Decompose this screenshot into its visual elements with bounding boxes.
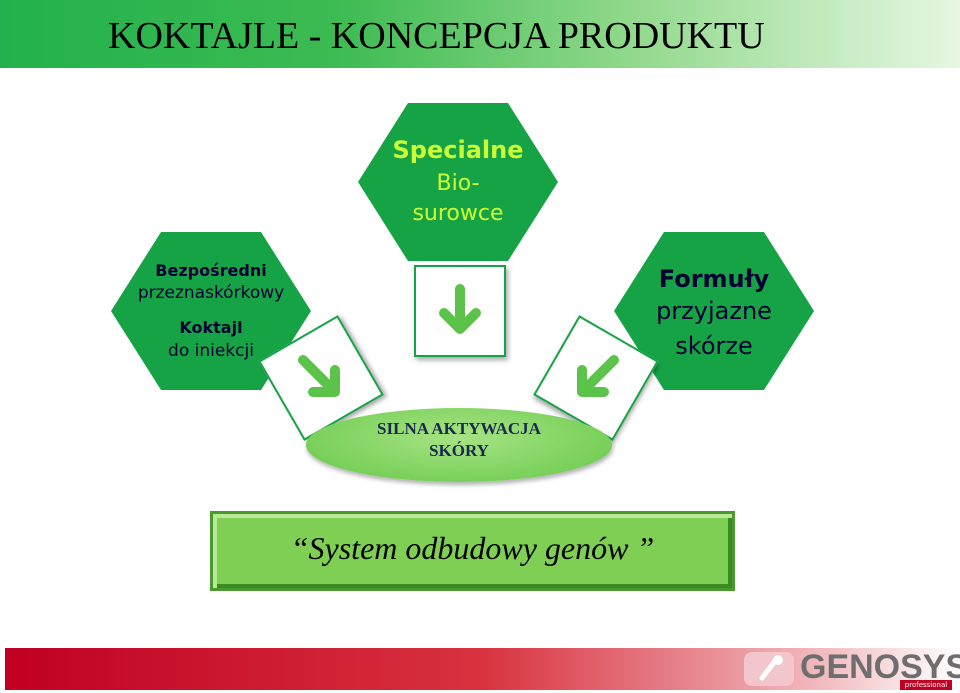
skin-activation-oval bbox=[306, 408, 612, 482]
hex-top-line3: surowce bbox=[412, 201, 504, 226]
oval-line2: SKÓRY bbox=[429, 441, 489, 460]
hex-left-line2: przeznaskórkowy bbox=[137, 283, 285, 303]
hex-left-line3: Koktajl bbox=[179, 318, 243, 337]
system-box-text: “System odbudowy genów ” bbox=[290, 530, 655, 566]
arrow-box-left bbox=[258, 315, 384, 441]
hex-left-line4: do iniekcji bbox=[168, 341, 254, 361]
genosys-logo-icon bbox=[744, 652, 794, 686]
arrow-box-center bbox=[414, 265, 506, 357]
hex-right-line1: Formuły bbox=[658, 265, 770, 293]
gene-repair-system-box bbox=[210, 511, 735, 591]
slide-title: KOKTAJLE - KONCEPCJA PRODUKTU bbox=[108, 15, 765, 57]
genosys-logo-text: GENOSYS bbox=[800, 648, 960, 686]
hex-right-line2: przyjazne bbox=[656, 297, 772, 325]
hex-left-line1: Bezpośredni bbox=[155, 261, 267, 280]
footer-bar bbox=[5, 648, 960, 690]
oval-line1: SILNA AKTYWACJA bbox=[377, 419, 541, 438]
arrow-down-icon bbox=[439, 284, 481, 334]
arrow-box-right bbox=[533, 315, 659, 441]
title-bar bbox=[0, 0, 960, 68]
arrow-down-left-icon bbox=[577, 355, 619, 397]
hex-right-line3: skórze bbox=[675, 332, 753, 360]
genosys-logo-sub: professional bbox=[900, 680, 952, 690]
arrow-down-right-icon bbox=[298, 355, 340, 397]
hex-top-line2: Bio- bbox=[436, 171, 480, 196]
hex-top-heading: Specialne bbox=[392, 136, 524, 164]
